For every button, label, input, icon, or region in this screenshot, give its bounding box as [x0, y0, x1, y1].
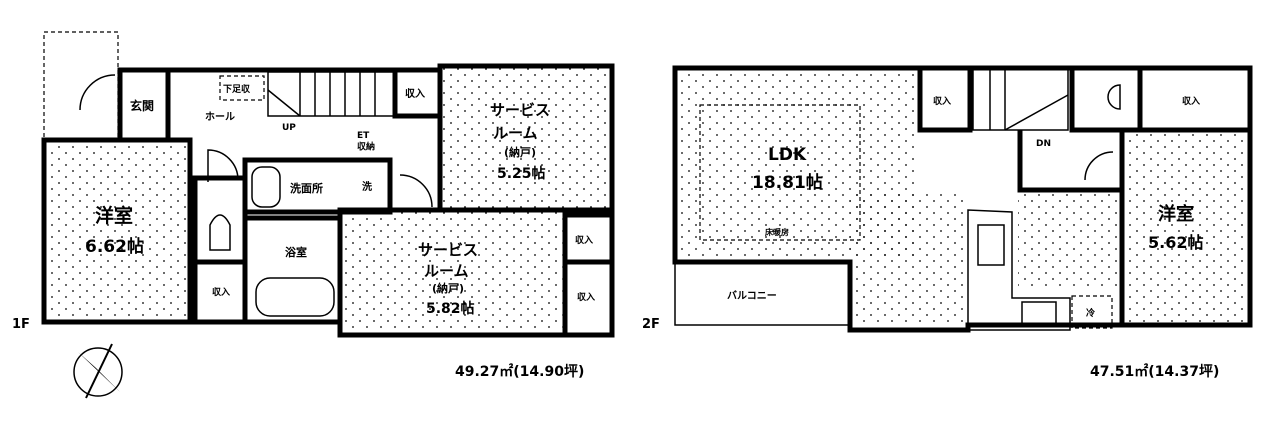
label-storage-right: 収入 [577, 291, 595, 303]
label-genkan: 玄関 [130, 98, 154, 113]
toilet-icon [209, 214, 231, 251]
storage-right [562, 259, 615, 338]
area-2f: 47.51㎡(14.37坪) [1090, 363, 1219, 380]
floor-heating-area [699, 104, 861, 241]
area-1f: 49.27㎡(14.90坪) [455, 363, 584, 380]
label-western-2f-size: 5.62帖 [1148, 233, 1203, 252]
compass-north-icon [73, 343, 123, 399]
bathtub-icon [255, 277, 335, 317]
label-service2-size: 5.82帖 [426, 300, 475, 317]
floor-2: LDK 18.81帖 床暖房 収入 DN 収入 洋室 5.62帖 バルコニー 冷… [642, 65, 1253, 380]
floor-texture [850, 190, 968, 325]
label-dn: DN [1036, 139, 1051, 149]
label-washer: 洗 [362, 180, 372, 193]
label-storage-2f-left: 収入 [933, 95, 951, 107]
floor-texture [1018, 190, 1120, 290]
label-service2: サービス [418, 241, 478, 259]
staircase [267, 71, 396, 117]
floor-texture [46, 142, 188, 320]
shoe-storage [219, 75, 265, 101]
label-ldk-size: 18.81帖 [752, 172, 823, 193]
toilet-icon [1107, 84, 1121, 110]
toilet-room-2f [1069, 65, 1143, 133]
label-service1-2: ルーム [493, 124, 538, 142]
door-swing [1084, 151, 1114, 181]
label-hall: ホール [205, 111, 235, 123]
fridge-space [1071, 295, 1113, 329]
floor-texture [442, 68, 610, 208]
kitchen-counter [967, 209, 1071, 331]
label-washroom: 洗面所 [290, 181, 323, 195]
western-room-2f [1119, 127, 1253, 328]
storage-2f-left [917, 65, 973, 133]
label-up: UP [282, 123, 296, 133]
bathroom [242, 215, 343, 325]
label-fridge: 冷 [1086, 307, 1095, 319]
label-bath: 浴室 [285, 245, 307, 259]
label-storage-2f-right: 収入 [1182, 95, 1200, 107]
label-storage-top: 収入 [405, 88, 425, 100]
label-shoe-storage: 下足収 [223, 83, 251, 95]
label-storage-wc: 収入 [212, 286, 230, 298]
label-service1-sub: (納戸) [504, 145, 536, 159]
stair-treads [267, 72, 376, 117]
label-service2-sub: (納戸) [432, 281, 464, 295]
label-storage-small: 収入 [575, 234, 593, 246]
porch [43, 31, 119, 141]
sink-icon [251, 166, 281, 208]
western-room-1f [41, 137, 193, 325]
door-swing [79, 74, 116, 111]
label-western-2f: 洋室 [1158, 203, 1194, 225]
door-swing [399, 174, 433, 208]
floor-label-1f: 1F [12, 317, 30, 332]
label-ldk: LDK [768, 145, 807, 165]
floor-label-2f: 2F [642, 317, 660, 332]
label-western-1f: 洋室 [95, 204, 133, 227]
label-balcony: バルコニー [727, 290, 777, 302]
label-floor-heating: 床暖房 [765, 227, 789, 237]
stove-icon [1021, 301, 1057, 325]
stair-treads [989, 68, 1069, 131]
label-service2-2: ルーム [424, 262, 469, 280]
floor-texture [1124, 132, 1248, 322]
label-service1: サービス [490, 101, 550, 119]
floor-texture [342, 212, 564, 332]
label-service1-size: 5.25帖 [497, 165, 546, 182]
balcony [674, 261, 851, 326]
door-swing [207, 149, 239, 182]
kitchen-sink-icon [977, 224, 1005, 266]
label-western-1f-size: 6.62帖 [85, 236, 144, 257]
